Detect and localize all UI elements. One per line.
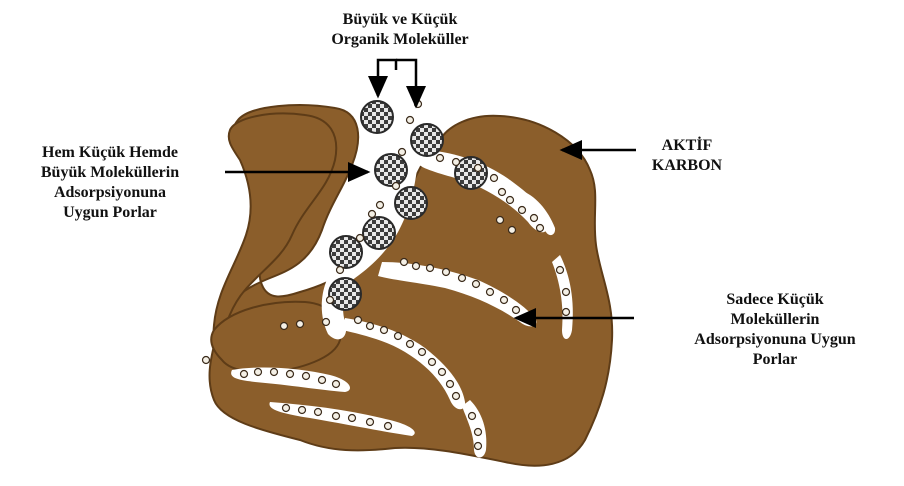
small-circle-icon — [395, 333, 402, 340]
checkered-sphere-icon — [411, 124, 443, 156]
small-circle-icon — [429, 359, 436, 366]
small-circle-icon — [393, 183, 400, 190]
label-line: Organik Moleküller — [300, 30, 500, 50]
small-circle-icon — [203, 357, 210, 364]
activated-carbon-label: AKTİF KARBON — [642, 136, 732, 176]
small-circle-icon — [563, 289, 570, 296]
small-circle-icon — [241, 371, 248, 378]
label-line: Büyük Moleküllerin — [5, 163, 215, 183]
small-circle-icon — [381, 327, 388, 334]
small-circle-icon — [473, 281, 480, 288]
small-circle-icon — [537, 225, 544, 232]
small-circle-icon — [355, 317, 362, 324]
small-circle-icon — [377, 202, 384, 209]
top-bracket-arrow-right — [396, 60, 416, 106]
small-circle-icon — [255, 369, 262, 376]
small-circle-icon — [399, 149, 406, 156]
small-circle-icon — [357, 235, 364, 242]
label-line: Moleküllerin — [650, 310, 900, 330]
small-circle-icon — [327, 297, 334, 304]
small-circle-icon — [437, 155, 444, 162]
small-circle-icon — [337, 267, 344, 274]
small-circle-icon — [475, 165, 482, 172]
label-line: Sadece Küçük — [650, 290, 900, 310]
small-circle-icon — [459, 275, 466, 282]
small-circle-icon — [369, 211, 376, 218]
small-circle-icon — [513, 307, 520, 314]
small-circle-icon — [443, 269, 450, 276]
small-circle-icon — [323, 319, 330, 326]
small-circle-icon — [299, 407, 306, 414]
small-circle-icon — [385, 423, 392, 430]
small-circle-icon — [475, 429, 482, 436]
label-line: Porlar — [650, 350, 900, 370]
small-circle-icon — [453, 393, 460, 400]
small-circle-icon — [507, 197, 514, 204]
small-circle-icon — [469, 413, 476, 420]
small-circle-icon — [491, 175, 498, 182]
small-circle-icon — [501, 297, 508, 304]
top-bracket-arrow — [378, 60, 396, 96]
small-circle-icon — [509, 227, 516, 234]
small-circle-icon — [475, 443, 482, 450]
small-circle-icon — [499, 189, 506, 196]
small-circle-icon — [367, 419, 374, 426]
small-circle-icon — [297, 321, 304, 328]
checkered-sphere-icon — [361, 101, 393, 133]
small-circle-icon — [401, 259, 408, 266]
mixed-pore-label: Hem Küçük Hemde Büyük Moleküllerin Adsor… — [5, 143, 215, 223]
label-line: KARBON — [642, 156, 732, 176]
small-circle-icon — [563, 309, 570, 316]
small-circle-icon — [439, 369, 446, 376]
small-circle-icon — [497, 217, 504, 224]
small-circle-icon — [427, 265, 434, 272]
small-circle-icon — [407, 341, 414, 348]
label-line: Büyük ve Küçük — [300, 10, 500, 30]
small-circle-icon — [519, 207, 526, 214]
small-circle-icon — [333, 413, 340, 420]
small-circle-icon — [333, 381, 340, 388]
label-line: Adsorpsiyonuna Uygun — [650, 330, 900, 350]
label-line: Uygun Porlar — [5, 203, 215, 223]
small-circle-icon — [283, 405, 290, 412]
small-circle-icon — [419, 349, 426, 356]
small-circle-icon — [453, 159, 460, 166]
small-circle-icon — [319, 377, 326, 384]
small-circle-icon — [407, 117, 414, 124]
small-circle-icon — [271, 369, 278, 376]
small-circle-icon — [447, 381, 454, 388]
small-circle-icon — [281, 323, 288, 330]
large-and-small-molecules-label: Büyük ve Küçük Organik Moleküller — [300, 10, 500, 50]
small-circle-icon — [349, 415, 356, 422]
small-circle-icon — [287, 371, 294, 378]
small-circle-icon — [303, 373, 310, 380]
small-pore-label: Sadece Küçük Moleküllerin Adsorpsiyonuna… — [650, 290, 900, 370]
small-circle-icon — [413, 263, 420, 270]
label-line: Adsorpsiyonuna — [5, 183, 215, 203]
label-line: Hem Küçük Hemde — [5, 143, 215, 163]
label-line: AKTİF — [642, 136, 732, 156]
small-circle-icon — [531, 215, 538, 222]
checkered-sphere-icon — [375, 154, 407, 186]
small-circle-icon — [315, 409, 322, 416]
small-circle-icon — [557, 267, 564, 274]
checkered-sphere-icon — [329, 278, 361, 310]
small-circle-icon — [367, 323, 374, 330]
checkered-sphere-icon — [363, 217, 395, 249]
checkered-sphere-icon — [395, 187, 427, 219]
small-circle-icon — [487, 289, 494, 296]
